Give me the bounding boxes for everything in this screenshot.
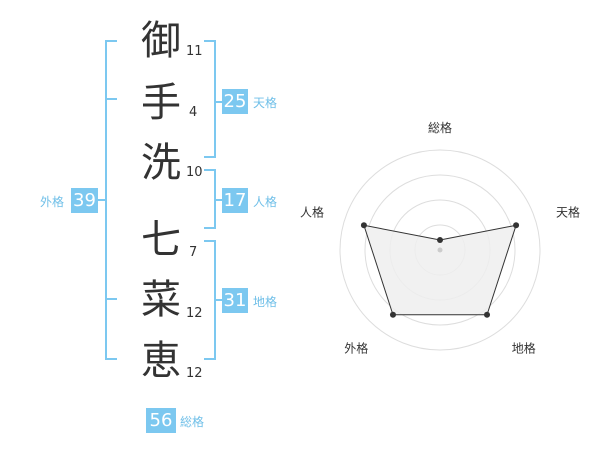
name-char-2: 手 bbox=[141, 80, 181, 126]
radar-center bbox=[437, 247, 443, 253]
name-char-4: 七 bbox=[141, 217, 181, 263]
stroke-count-6: 12 bbox=[186, 366, 203, 381]
stroke-count-2: 4 bbox=[189, 105, 198, 120]
radar-axis-label-3: 地格 bbox=[512, 341, 536, 356]
radar-axis-label-5: 人格 bbox=[300, 204, 324, 219]
radar-data bbox=[360, 222, 520, 318]
name-char-5: 菜 bbox=[141, 277, 181, 323]
stroke-count-4: 7 bbox=[189, 245, 198, 260]
jinkaku-badge: 17 bbox=[222, 188, 248, 213]
radar-axis-label-2: 天格 bbox=[556, 204, 580, 219]
stroke-count-5: 12 bbox=[186, 306, 203, 321]
chikaku-badge: 31 bbox=[222, 288, 248, 313]
soukaku-badge: 56 bbox=[146, 408, 176, 433]
radar-point-4 bbox=[389, 311, 396, 318]
radar-point-2 bbox=[513, 222, 520, 229]
tenkaku-badge: 25 bbox=[222, 89, 248, 114]
radar-point-3 bbox=[484, 311, 491, 318]
radar-ring-4 bbox=[339, 149, 541, 351]
radar-point-1 bbox=[437, 237, 443, 243]
stroke-count-3: 10 bbox=[186, 165, 203, 180]
jinkaku-label: 人格 bbox=[253, 195, 278, 209]
radar-area bbox=[363, 224, 517, 316]
gaikaku-badge: 39 bbox=[71, 188, 98, 213]
gaikaku-label: 外格 bbox=[40, 195, 65, 209]
tenkaku-label: 天格 bbox=[253, 96, 278, 110]
name-char-3: 洗 bbox=[141, 140, 181, 186]
name-char-6: 恵 bbox=[141, 338, 181, 384]
radar-ring-3 bbox=[364, 174, 516, 326]
radar-axis-label-1: 総格 bbox=[428, 120, 452, 135]
name-char-1: 御 bbox=[141, 18, 181, 64]
chikaku-label: 地格 bbox=[253, 295, 278, 309]
stroke-count-1: 11 bbox=[186, 44, 203, 59]
radar-point-5 bbox=[360, 222, 367, 229]
radar-axis-label-4: 外格 bbox=[344, 341, 368, 356]
soukaku-label: 総格 bbox=[180, 415, 205, 429]
